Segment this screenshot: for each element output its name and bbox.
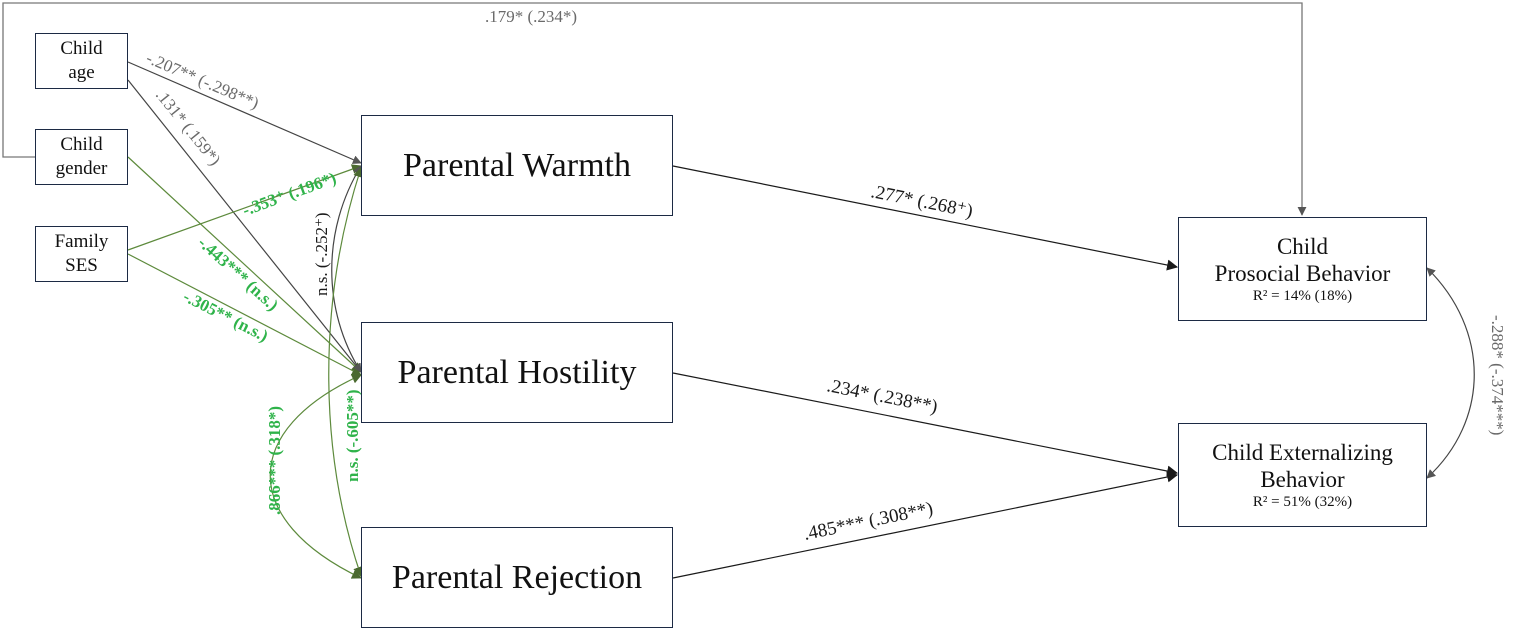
node-prosocial-line2: Prosocial Behavior [1214,260,1391,286]
label-hostility-rejection-cov: .866*** (.318*) [265,406,284,515]
path-gender-prosocial [2,2,1307,216]
path-ses-warmth [127,164,362,251]
node-child-gender-line2: gender [55,158,108,179]
node-child-age: Child age [35,33,128,89]
node-parental-rejection-label: Parental Rejection [391,558,643,596]
node-parental-hostility-label: Parental Hostility [397,353,637,391]
label-hostility-externalizing: .234* (.238**) [825,375,939,417]
node-child-externalizing: Child Externalizing Behavior R² = 51% (3… [1178,423,1427,527]
node-family-ses-line2: SES [65,255,98,276]
label-warmth-rejection-cov: n.s. (-.605**) [343,389,362,482]
label-age-hostility: .131* (.159*) [152,86,225,170]
path-warmth-prosocial [672,165,1179,271]
label-warmth-hostility-cov: n.s. (-.252⁺) [312,212,331,296]
cov-warmth-rejection [328,167,363,577]
node-child-gender: Child gender [35,129,128,185]
label-gender-prosocial: .179* (.234*) [485,7,577,26]
label-ses-warmth: -.353⁺ (.196*) [240,168,339,219]
node-externalizing-r2: R² = 51% (32%) [1252,493,1353,510]
node-prosocial-r2: R² = 14% (18%) [1252,287,1353,304]
node-family-ses-line1: Family [54,231,109,252]
node-family-ses: Family SES [35,226,128,282]
cov-prosocial-externalizing [1426,267,1475,479]
node-parental-rejection: Parental Rejection [361,527,673,628]
node-child-age-line1: Child [60,38,103,59]
node-parental-warmth: Parental Warmth [361,115,673,216]
path-ses-hostility [127,253,362,376]
node-child-age-line2: age [68,62,95,83]
cov-warmth-hostility [331,165,362,373]
path-hostility-externalizing [672,372,1179,477]
label-outcome-cov: -.288* (-.374***) [1488,315,1507,435]
node-prosocial-line1: Child [1276,233,1329,259]
path-gender-hostility [127,156,362,373]
node-externalizing-line1: Child Externalizing [1212,439,1393,465]
node-parental-warmth-label: Parental Warmth [403,146,631,184]
path-rejection-externalizing [672,471,1179,579]
cov-hostility-rejection [269,374,362,579]
path-age-warmth [127,61,362,164]
node-parental-hostility: Parental Hostility [361,322,673,423]
path-age-hostility [127,79,362,373]
node-child-gender-line1: Child [60,134,103,155]
node-child-prosocial: Child Prosocial Behavior R² = 14% (18%) [1178,217,1427,321]
node-externalizing-line2: Behavior [1260,466,1345,492]
